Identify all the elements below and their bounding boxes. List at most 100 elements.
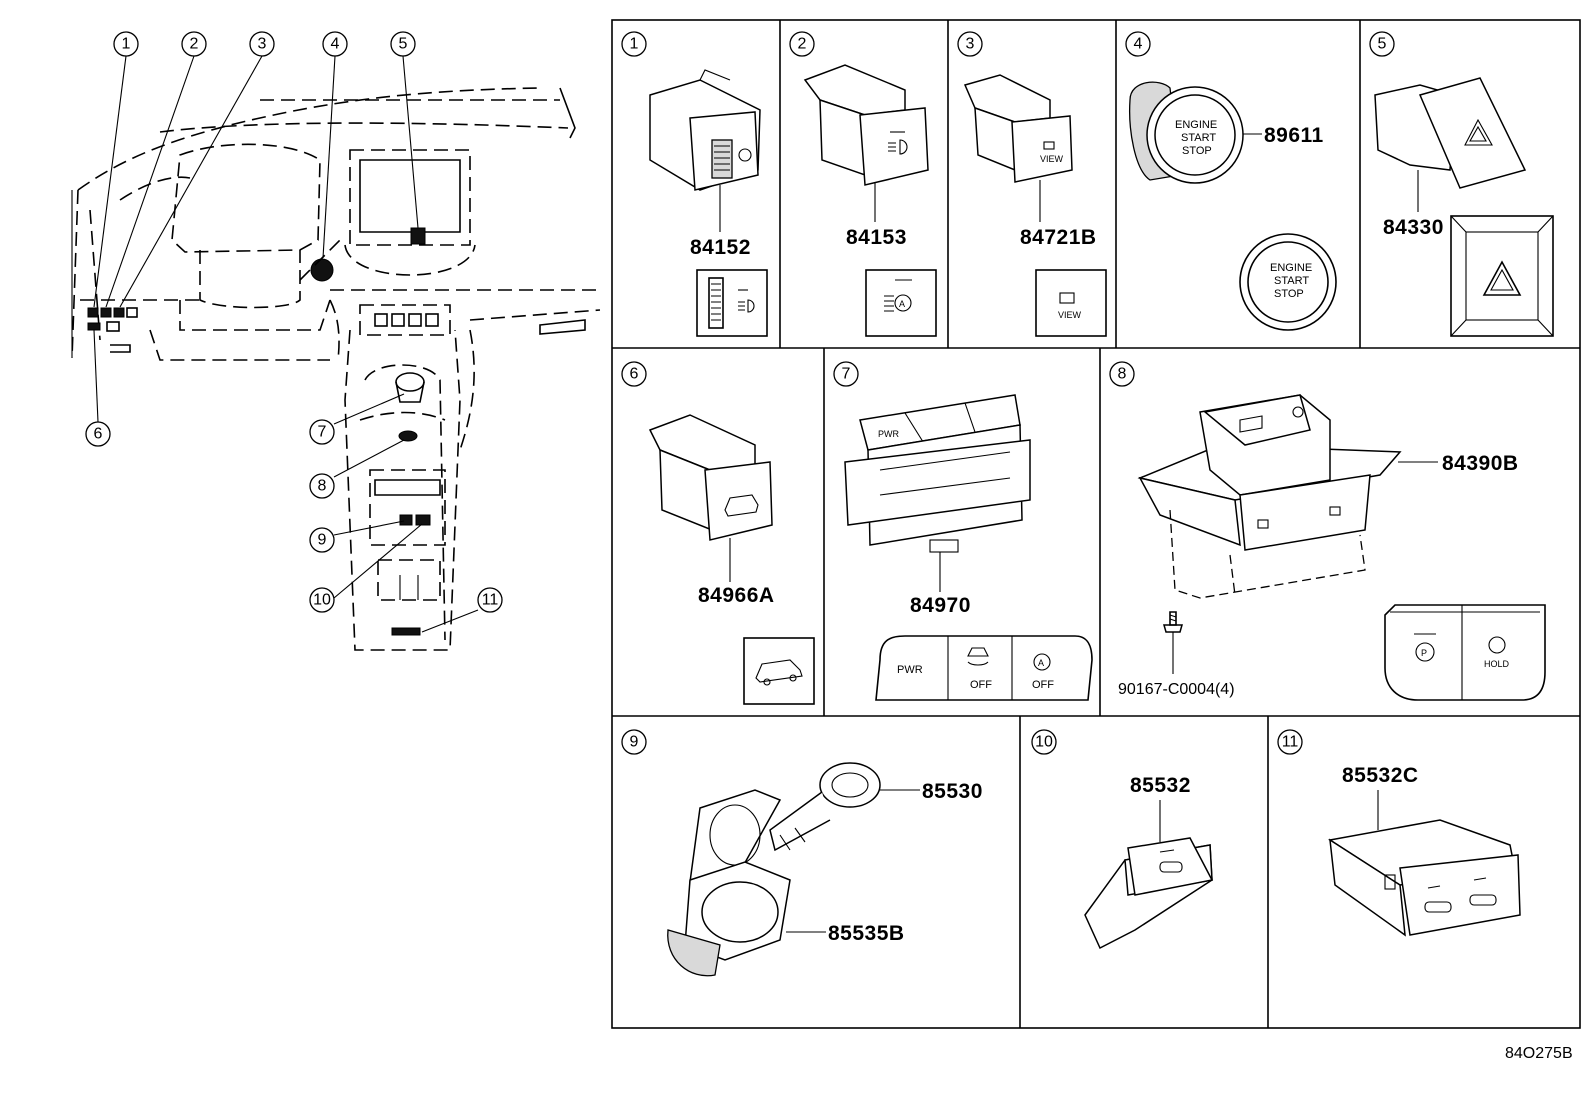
svg-text:9: 9 <box>318 532 327 549</box>
svg-text:3: 3 <box>966 36 975 53</box>
svg-text:8: 8 <box>318 478 327 495</box>
part-85532-usb <box>1084 837 1214 950</box>
part-85535B-socket <box>667 789 791 977</box>
auto-headlamp-icon: A <box>865 269 937 337</box>
pn-84152: 84152 <box>690 236 751 259</box>
panel-6: 6 84966A <box>621 361 815 705</box>
overview-callout-7: 7 <box>309 419 335 445</box>
overview-callout-8: 8 <box>309 473 335 499</box>
pn-84721B: 84721B <box>1020 226 1097 249</box>
svg-text:START: START <box>1181 132 1216 144</box>
brake-hold-icon: HOLD <box>1484 636 1510 669</box>
part-85530-plug <box>769 762 881 852</box>
svg-text:5: 5 <box>399 36 408 53</box>
svg-text:10: 10 <box>1035 734 1053 751</box>
overview-callout-2: 2 <box>181 31 207 57</box>
pn-84153: 84153 <box>846 226 907 249</box>
start-stop-icon: ENGINE START STOP <box>1239 233 1337 331</box>
svg-text:5: 5 <box>1378 36 1387 53</box>
svg-text:STOP: STOP <box>1182 145 1212 157</box>
diagram-code: 84O275B <box>1505 1045 1573 1062</box>
pn-90167-C0004: 90167-C0004(4) <box>1118 681 1235 698</box>
svg-text:STOP: STOP <box>1274 288 1304 300</box>
svg-text:PWR: PWR <box>878 429 899 439</box>
panel-8: 8 84390B 90167-C0004(4) <box>1109 361 1546 701</box>
svg-text:A: A <box>899 299 905 309</box>
svg-text:8: 8 <box>1118 366 1127 383</box>
camera-view-icon: VIEW <box>1035 269 1107 337</box>
hazard-icon <box>1450 215 1554 337</box>
overview-callout-9: 9 <box>309 527 335 553</box>
overview-callout-11: 11 <box>477 587 503 613</box>
svg-text:P: P <box>1421 648 1427 658</box>
panel-11: 11 85532C <box>1277 729 1521 937</box>
svg-text:A: A <box>1038 658 1044 668</box>
part-84970-switch-assembly: PWR <box>844 394 1031 553</box>
part-89611-start-button: ENGINE START STOP <box>1129 81 1244 184</box>
svg-text:2: 2 <box>798 36 807 53</box>
svg-text:7: 7 <box>842 366 851 383</box>
pn-85532: 85532 <box>1130 774 1191 797</box>
svg-text:4: 4 <box>331 36 340 53</box>
svg-text:2: 2 <box>190 36 199 53</box>
svg-text:6: 6 <box>94 426 103 443</box>
panel-9: 9 85530 85535B <box>621 729 983 977</box>
svg-text:ENGINE: ENGINE <box>1175 119 1217 131</box>
part-84330-hazard-switch <box>1374 77 1527 189</box>
panel-3: 3 VIEW 84721B VIEW <box>957 31 1107 337</box>
overview-callout-6: 6 <box>85 421 111 447</box>
svg-text:OFF: OFF <box>1032 679 1054 691</box>
dashboard-overview: 1 2 3 4 5 6 7 8 9 10 11 <box>71 31 601 651</box>
parking-brake-icon: P <box>1414 633 1436 662</box>
svg-text:11: 11 <box>482 592 499 609</box>
pn-89611: 89611 <box>1264 124 1324 147</box>
svg-text:11: 11 <box>1282 734 1299 751</box>
panel-5: 5 84330 <box>1369 31 1554 337</box>
lamp-dimmer-icon <box>696 269 768 337</box>
usb-charge-icon <box>1427 877 1487 889</box>
panel-1: 1 84152 <box>621 31 768 337</box>
svg-text:3: 3 <box>258 36 267 53</box>
panel-4: 4 ENGINE START STOP 89611 ENGINE START S… <box>1125 31 1337 331</box>
pn-84390B: 84390B <box>1442 452 1519 475</box>
panel-10: 10 85532 <box>1031 729 1214 950</box>
svg-text:VIEW: VIEW <box>1058 310 1082 320</box>
panel-7: 7 PWR 84970 PWR OFF A OFF <box>833 361 1093 701</box>
svg-text:ENGINE: ENGINE <box>1270 262 1312 274</box>
parking-brake-switch-icons: P HOLD <box>1384 604 1546 701</box>
part-84721B-switch: VIEW <box>963 74 1073 183</box>
svg-text:10: 10 <box>313 592 331 609</box>
svg-text:1: 1 <box>630 36 639 53</box>
svg-text:START: START <box>1274 275 1309 287</box>
svg-text:7: 7 <box>318 424 327 441</box>
overview-callout-4: 4 <box>322 31 348 57</box>
power-tailgate-icon <box>743 637 815 705</box>
part-84152-switch <box>649 69 761 191</box>
pn-84330: 84330 <box>1383 216 1444 239</box>
svg-text:OFF: OFF <box>970 679 992 691</box>
svg-text:1: 1 <box>122 36 131 53</box>
overview-callout-1: 1 <box>113 31 139 57</box>
drive-mode-switch-icons: PWR OFF A OFF <box>875 635 1093 701</box>
pn-85530: 85530 <box>922 780 983 803</box>
panel-2: 2 84153 A <box>789 31 937 337</box>
overview-callout-3: 3 <box>249 31 275 57</box>
overview-callout-10: 10 <box>309 587 335 613</box>
pn-84966A: 84966A <box>698 584 775 607</box>
svg-text:4: 4 <box>1134 36 1143 53</box>
svg-text:HOLD: HOLD <box>1484 659 1510 669</box>
part-90167-bolt <box>1163 611 1183 633</box>
part-84966A-switch <box>648 414 773 541</box>
svg-text:9: 9 <box>630 734 639 751</box>
pwr-label: PWR <box>897 664 923 676</box>
part-84153-switch <box>803 64 929 186</box>
part-85532C-usb-dual <box>1327 819 1521 937</box>
svg-text:VIEW: VIEW <box>1040 154 1064 164</box>
overview-callout-5: 5 <box>390 31 416 57</box>
pn-85535B: 85535B <box>828 922 905 945</box>
pn-85532C: 85532C <box>1342 764 1419 787</box>
pn-84970: 84970 <box>910 594 971 617</box>
parts-grid <box>611 19 1581 1029</box>
svg-text:6: 6 <box>630 366 639 383</box>
